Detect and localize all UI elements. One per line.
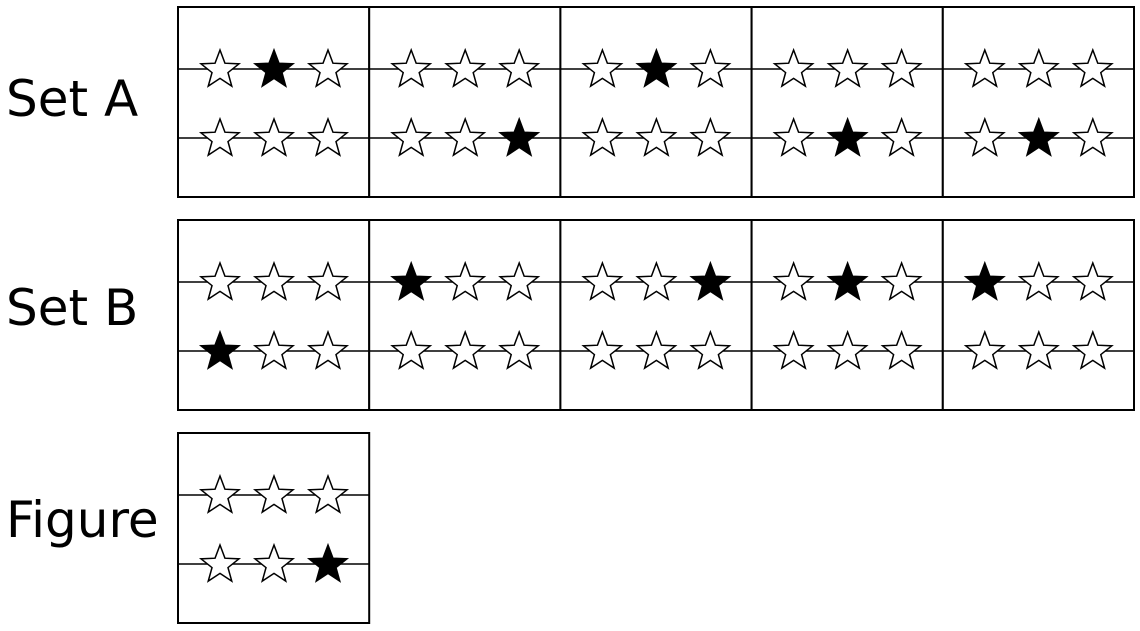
- set-a-label: Set A: [6, 70, 139, 128]
- empty-star-icon: [689, 116, 732, 157]
- empty-star-icon: [581, 260, 624, 301]
- filled-star-icon: [635, 47, 678, 88]
- set-b-cell-3: [559, 219, 753, 411]
- figure-grid: [177, 432, 371, 624]
- empty-star-icon: [390, 329, 433, 370]
- empty-star-icon: [1071, 116, 1114, 157]
- empty-star-icon: [444, 260, 487, 301]
- empty-star-icon: [306, 47, 350, 88]
- empty-star-icon: [880, 47, 923, 88]
- empty-star-icon: [963, 47, 1006, 88]
- empty-star-icon: [306, 473, 350, 514]
- set-a-cell-2: [368, 6, 562, 198]
- empty-star-icon: [198, 473, 242, 514]
- cell-border: [177, 432, 371, 624]
- empty-star-icon: [444, 329, 487, 370]
- empty-star-icon: [498, 47, 541, 88]
- empty-star-icon: [252, 260, 296, 301]
- filled-star-icon: [826, 260, 869, 301]
- empty-star-icon: [198, 542, 242, 583]
- filled-star-icon: [390, 260, 433, 301]
- filled-star-icon: [689, 260, 732, 301]
- empty-star-icon: [252, 116, 296, 157]
- empty-star-icon: [1071, 47, 1114, 88]
- empty-star-icon: [1017, 47, 1060, 88]
- empty-star-icon: [1017, 329, 1060, 370]
- empty-star-icon: [880, 329, 923, 370]
- empty-star-icon: [198, 260, 242, 301]
- empty-star-icon: [772, 47, 815, 88]
- empty-star-icon: [689, 47, 732, 88]
- filled-star-icon: [252, 47, 296, 88]
- set-b-cell-2: [368, 219, 562, 411]
- empty-star-icon: [581, 47, 624, 88]
- empty-star-icon: [772, 329, 815, 370]
- empty-star-icon: [198, 116, 242, 157]
- empty-star-icon: [252, 542, 296, 583]
- set-a-cell-3: [559, 6, 753, 198]
- empty-star-icon: [1071, 329, 1114, 370]
- filled-star-icon: [198, 329, 242, 370]
- empty-star-icon: [306, 260, 350, 301]
- cell-border: [559, 6, 753, 198]
- empty-star-icon: [498, 260, 541, 301]
- empty-star-icon: [772, 260, 815, 301]
- empty-star-icon: [306, 116, 350, 157]
- figure-label: Figure: [6, 491, 159, 549]
- empty-star-icon: [581, 329, 624, 370]
- cell-border: [941, 6, 1135, 198]
- empty-star-icon: [1017, 260, 1060, 301]
- empty-star-icon: [880, 116, 923, 157]
- cell-border: [750, 219, 944, 411]
- empty-star-icon: [772, 116, 815, 157]
- set-b-grid: [177, 219, 1135, 411]
- filled-star-icon: [306, 542, 350, 583]
- cell-border: [368, 219, 562, 411]
- empty-star-icon: [635, 116, 678, 157]
- empty-star-icon: [444, 47, 487, 88]
- empty-star-icon: [635, 329, 678, 370]
- filled-star-icon: [963, 260, 1006, 301]
- set-b-label: Set B: [6, 279, 139, 337]
- empty-star-icon: [963, 116, 1006, 157]
- cell-border: [177, 6, 371, 198]
- set-a-cell-5: [941, 6, 1135, 198]
- set-a-cell-4: [750, 6, 944, 198]
- filled-star-icon: [826, 116, 869, 157]
- empty-star-icon: [826, 329, 869, 370]
- figure-cell-1: [177, 432, 371, 624]
- cell-border: [559, 219, 753, 411]
- cell-border: [750, 6, 944, 198]
- empty-star-icon: [444, 116, 487, 157]
- empty-star-icon: [252, 329, 296, 370]
- cell-border: [177, 219, 371, 411]
- set-a-grid: [177, 6, 1135, 198]
- empty-star-icon: [581, 116, 624, 157]
- empty-star-icon: [1071, 260, 1114, 301]
- filled-star-icon: [498, 116, 541, 157]
- empty-star-icon: [306, 329, 350, 370]
- empty-star-icon: [963, 329, 1006, 370]
- set-a-cell-1: [177, 6, 371, 198]
- empty-star-icon: [635, 260, 678, 301]
- empty-star-icon: [198, 47, 242, 88]
- set-b-cell-1: [177, 219, 371, 411]
- empty-star-icon: [390, 116, 433, 157]
- empty-star-icon: [689, 329, 732, 370]
- empty-star-icon: [826, 47, 869, 88]
- empty-star-icon: [252, 473, 296, 514]
- empty-star-icon: [498, 329, 541, 370]
- cell-border: [941, 219, 1135, 411]
- filled-star-icon: [1017, 116, 1060, 157]
- set-b-cell-5: [941, 219, 1135, 411]
- empty-star-icon: [390, 47, 433, 88]
- set-b-cell-4: [750, 219, 944, 411]
- cell-border: [368, 6, 562, 198]
- empty-star-icon: [880, 260, 923, 301]
